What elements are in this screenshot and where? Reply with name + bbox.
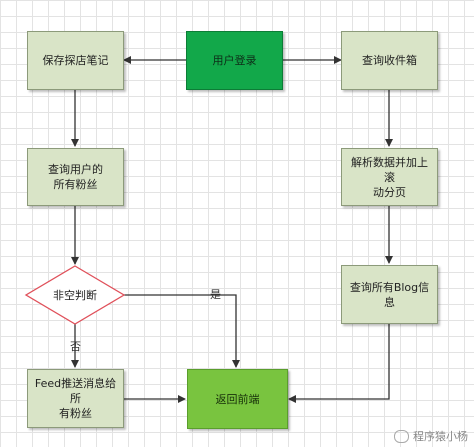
wechat-icon [394, 429, 409, 443]
null-check-label: 非空判断 [53, 289, 97, 302]
parse-scroll-label: 解析数据并加上滚 动分页 [351, 155, 428, 199]
return-frontend-label: 返回前端 [215, 392, 260, 406]
decision-diamond [24, 265, 126, 325]
query-blogs-label: 查询所有Blog信息 [349, 280, 430, 309]
user-login-label: 用户登录 [212, 54, 257, 67]
return-frontend-node: 返回前端 [187, 369, 288, 429]
watermark: 程序猿小杨 [394, 428, 468, 444]
push-feed-label: Feed推送消息给所 有粉丝 [34, 377, 117, 420]
user-login-node: 用户登录 [186, 31, 283, 90]
query-inbox-label: 查询收件箱 [362, 54, 417, 67]
query-fans-label: 查询用户的 所有粉丝 [48, 163, 103, 191]
yes-edge-label: 是 [210, 288, 221, 301]
watermark-text: 程序猿小杨 [413, 430, 468, 443]
query-blogs-node: 查询所有Blog信息 [341, 265, 438, 324]
edge-check-yes-to-return [124, 294, 240, 368]
no-edge-label: 否 [70, 340, 81, 353]
query-fans-node: 查询用户的 所有粉丝 [27, 148, 124, 206]
edge-query-blogs-to-return [288, 324, 390, 403]
query-inbox-node: 查询收件箱 [341, 31, 438, 90]
null-check-label-box: 非空判断 [26, 285, 124, 305]
push-feed-node: Feed推送消息给所 有粉丝 [27, 369, 124, 428]
parse-scroll-node: 解析数据并加上滚 动分页 [341, 148, 438, 206]
save-note-label: 保存探店笔记 [42, 54, 109, 67]
save-note-node: 保存探店笔记 [27, 31, 124, 90]
